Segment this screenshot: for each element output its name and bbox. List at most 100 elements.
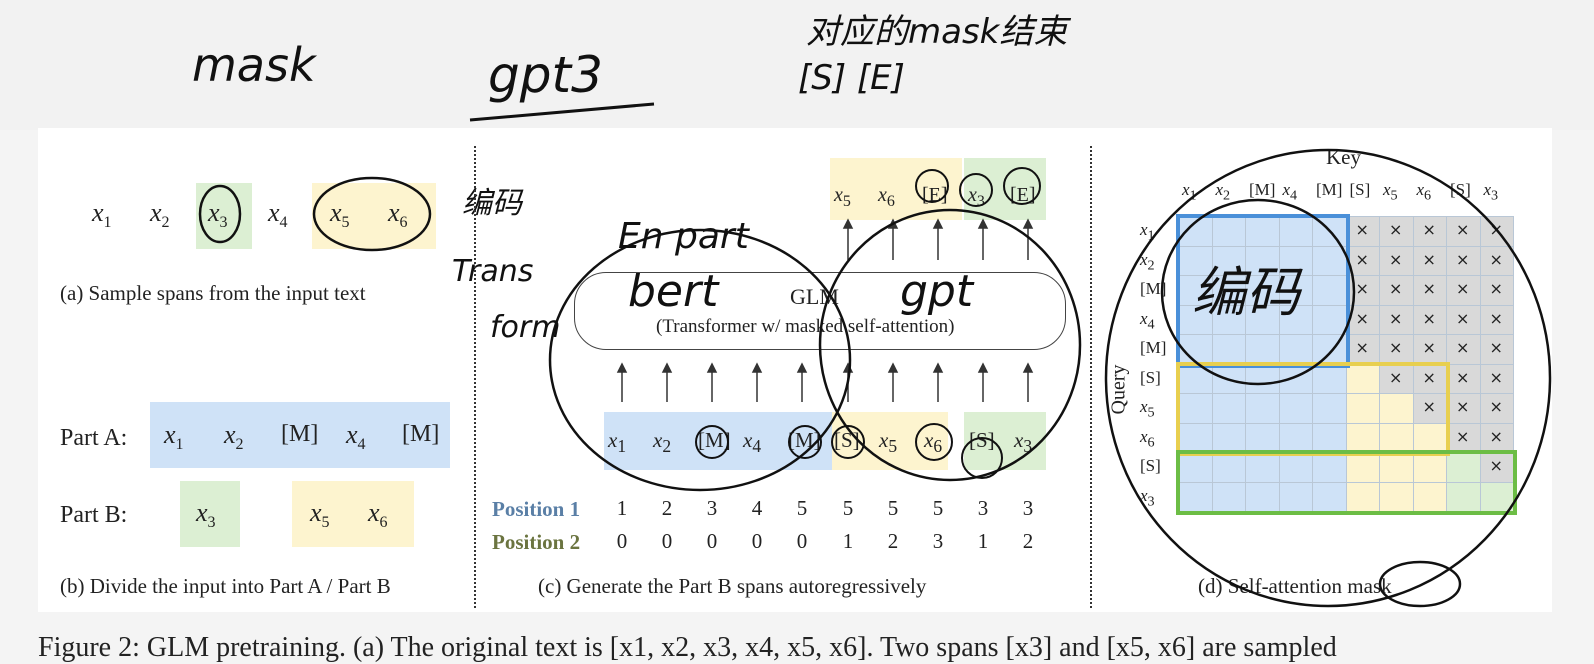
input-token: x4 bbox=[743, 428, 762, 457]
matrix-cell bbox=[1479, 481, 1514, 512]
input-yellow-bg bbox=[832, 412, 948, 470]
masked-cell-mark: × bbox=[1489, 249, 1503, 269]
matrix-col-label: x6 bbox=[1416, 180, 1432, 204]
matrix-col-label: x3 bbox=[1483, 180, 1499, 204]
input-token: x5 bbox=[879, 428, 898, 457]
matrix-col-label: x5 bbox=[1383, 180, 1398, 204]
span-2-frame bbox=[1176, 450, 1517, 515]
matrix-cell bbox=[1412, 275, 1447, 306]
part-b-label: Part B: bbox=[60, 502, 128, 528]
masked-cell-mark: × bbox=[1422, 338, 1436, 357]
matrix-cell bbox=[1211, 275, 1246, 306]
input-green-bg bbox=[964, 412, 1046, 470]
caption-a: (a) Sample spans from the input text bbox=[60, 281, 366, 305]
matrix-cell bbox=[1379, 334, 1414, 365]
masked-cell-mark: × bbox=[1489, 456, 1503, 475]
position1-value: 3 bbox=[706, 496, 718, 520]
masked-cell-mark: × bbox=[1389, 220, 1403, 239]
masked-cell-mark: × bbox=[1422, 249, 1436, 269]
matrix-col-label: x4 bbox=[1282, 180, 1298, 204]
matrix-cell bbox=[1446, 481, 1481, 512]
output-x6: x6 bbox=[878, 184, 895, 210]
output-e1: [E] bbox=[922, 184, 948, 206]
matrix-cell bbox=[1312, 481, 1347, 512]
masked-cell-mark: × bbox=[1355, 279, 1369, 298]
position2-value: 0 bbox=[661, 529, 673, 553]
matrix-cell bbox=[1412, 245, 1447, 276]
matrix-cell bbox=[1412, 393, 1447, 424]
output-x3: x3 bbox=[968, 184, 985, 210]
masked-cell-mark: × bbox=[1355, 338, 1369, 357]
token-x3: x3 bbox=[208, 198, 228, 232]
masked-cell-mark: × bbox=[1422, 220, 1436, 239]
masked-cell-mark: × bbox=[1489, 426, 1503, 446]
divider-1 bbox=[474, 146, 476, 608]
annotation-mask: mask bbox=[192, 38, 316, 92]
part-a-x4: x4 bbox=[346, 420, 366, 454]
matrix-cell bbox=[1412, 422, 1447, 453]
masked-cell-mark: × bbox=[1489, 338, 1503, 357]
part-b-x5: x5 bbox=[310, 498, 330, 532]
position2-value: 2 bbox=[887, 529, 899, 553]
part-a-m1: [M] bbox=[281, 421, 319, 447]
part-a-x2: x2 bbox=[224, 420, 244, 454]
matrix-cell bbox=[1345, 363, 1380, 394]
masked-cell-mark: × bbox=[1489, 308, 1503, 328]
matrix-row-label: x4 bbox=[1140, 308, 1155, 332]
position2-value: 2 bbox=[1022, 529, 1034, 553]
annotation-gpt: gpt bbox=[900, 266, 974, 317]
matrix-row-label: x5 bbox=[1140, 397, 1155, 421]
part-a-label: Part A: bbox=[60, 425, 128, 451]
masked-cell-mark: × bbox=[1389, 367, 1403, 387]
annotation-bert: bert bbox=[628, 266, 719, 317]
matrix-cell bbox=[1479, 245, 1514, 276]
input-token: x3 bbox=[1014, 428, 1033, 457]
input-token: x6 bbox=[924, 428, 943, 457]
masked-cell-mark: × bbox=[1456, 426, 1470, 446]
position2-value: 1 bbox=[842, 529, 854, 553]
matrix-cell bbox=[1379, 275, 1414, 306]
position2-value: 1 bbox=[977, 529, 989, 553]
span-1-frame bbox=[1176, 361, 1450, 456]
output-e2: [E] bbox=[1010, 184, 1036, 206]
matrix-row-label: x1 bbox=[1140, 220, 1155, 244]
input-token: [S] bbox=[834, 428, 860, 452]
matrix-row-label: x3 bbox=[1140, 485, 1155, 509]
matrix-cell bbox=[1178, 334, 1213, 365]
masked-cell-mark: × bbox=[1456, 397, 1470, 416]
matrix-row-label: [M] bbox=[1140, 279, 1167, 298]
position1-value: 3 bbox=[1022, 496, 1034, 520]
masked-cell-mark: × bbox=[1489, 397, 1503, 416]
masked-cell-mark: × bbox=[1489, 279, 1503, 298]
position2-value: 0 bbox=[751, 529, 763, 553]
token-x2: x2 bbox=[150, 198, 170, 232]
annotation-form: form bbox=[490, 310, 561, 345]
annotation-encode-left: 编码 bbox=[462, 186, 522, 221]
masked-cell-mark: × bbox=[1355, 308, 1369, 328]
matrix-cell bbox=[1412, 481, 1447, 512]
token-x1: x1 bbox=[92, 198, 112, 232]
matrix-row-label: x2 bbox=[1140, 249, 1155, 273]
matrix-cell bbox=[1245, 216, 1280, 247]
masked-cell-mark: × bbox=[1456, 308, 1470, 328]
position1-value: 2 bbox=[661, 496, 673, 520]
matrix-cell bbox=[1245, 481, 1280, 512]
position2-value: 0 bbox=[796, 529, 808, 553]
masked-cell-mark: × bbox=[1355, 249, 1369, 269]
token-x5: x5 bbox=[330, 198, 350, 232]
caption-d: (d) Self-attention mask bbox=[1198, 574, 1392, 598]
matrix-col-label: x2 bbox=[1215, 180, 1231, 204]
position1-label: Position 1 bbox=[492, 497, 581, 521]
input-token: x2 bbox=[653, 428, 672, 457]
matrix-row-label: [S] bbox=[1140, 456, 1161, 475]
masked-cell-mark: × bbox=[1456, 367, 1470, 387]
matrix-col-label: [S] bbox=[1450, 180, 1471, 199]
matrix-col-label: [S] bbox=[1349, 180, 1371, 199]
masked-cell-mark: × bbox=[1389, 279, 1403, 298]
annotation-en-part: En part bbox=[618, 216, 749, 257]
masked-cell-mark: × bbox=[1489, 367, 1503, 387]
input-token: x1 bbox=[608, 428, 627, 457]
matrix-cell bbox=[1211, 452, 1246, 483]
position1-value: 5 bbox=[796, 496, 808, 520]
